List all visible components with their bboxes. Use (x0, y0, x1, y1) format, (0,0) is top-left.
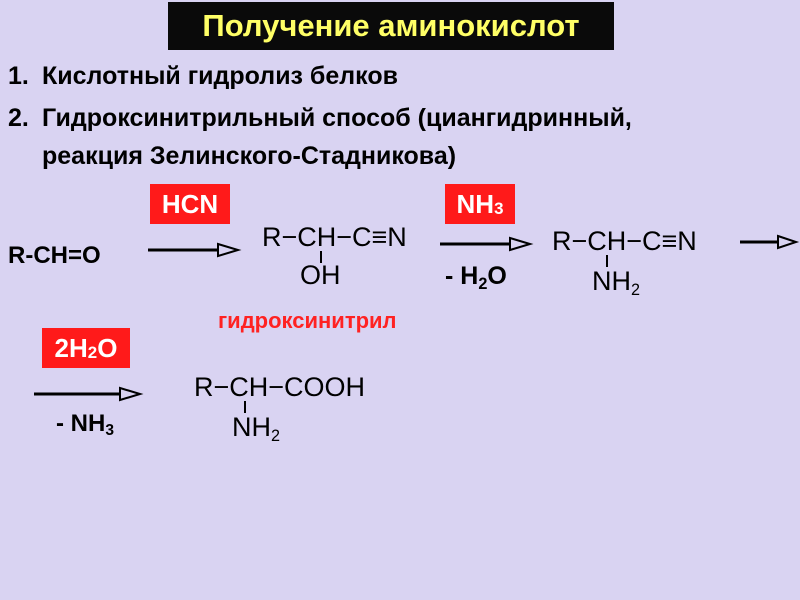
page-title: Получение аминокислот (168, 2, 614, 50)
product-amino-acid: R−CH−COOH (194, 372, 366, 402)
byproduct-water: - H2O (445, 262, 507, 293)
reaction-arrow-3 (740, 234, 800, 250)
list-number: 2. (8, 104, 29, 132)
list-item-1: 1. Кислотный гидролиз белков (8, 62, 398, 91)
vertical-bond (320, 251, 322, 263)
hydroxynitrile-label: гидроксинитрил (218, 308, 397, 333)
list-text: Гидроксинитрильный способ (циангидринный… (42, 104, 632, 132)
product-amino-acid-nh2: NH2 (232, 412, 281, 445)
list-item-2: 2. Гидроксинитрильный способ (циангидринн… (8, 104, 632, 133)
vertical-bond (244, 401, 246, 413)
reactant-aldehyde: R-CH=O (8, 242, 101, 269)
list-text: Кислотный гидролиз белков (42, 62, 398, 90)
list-item-2-continued: реакция Зелинского-Стадникова) (42, 142, 456, 171)
list-text: реакция Зелинского-Стадникова) (42, 142, 457, 170)
reagent-badge-hcn: HCN (150, 184, 230, 224)
product-hydroxynitrile: R−CH−C≡N (262, 222, 407, 252)
reaction-arrow-4 (34, 386, 144, 402)
product-aminonitrile-nh2: NH2 (592, 266, 641, 299)
list-number: 1. (8, 62, 29, 90)
byproduct-ammonia: - NH3 (56, 410, 115, 440)
reaction-arrow-1 (148, 242, 242, 258)
vertical-bond (606, 255, 608, 267)
reaction-arrow-2 (440, 236, 534, 252)
product-aminonitrile: R−CH−C≡N (552, 226, 697, 256)
product-hydroxynitrile-oh: OH (300, 260, 341, 290)
